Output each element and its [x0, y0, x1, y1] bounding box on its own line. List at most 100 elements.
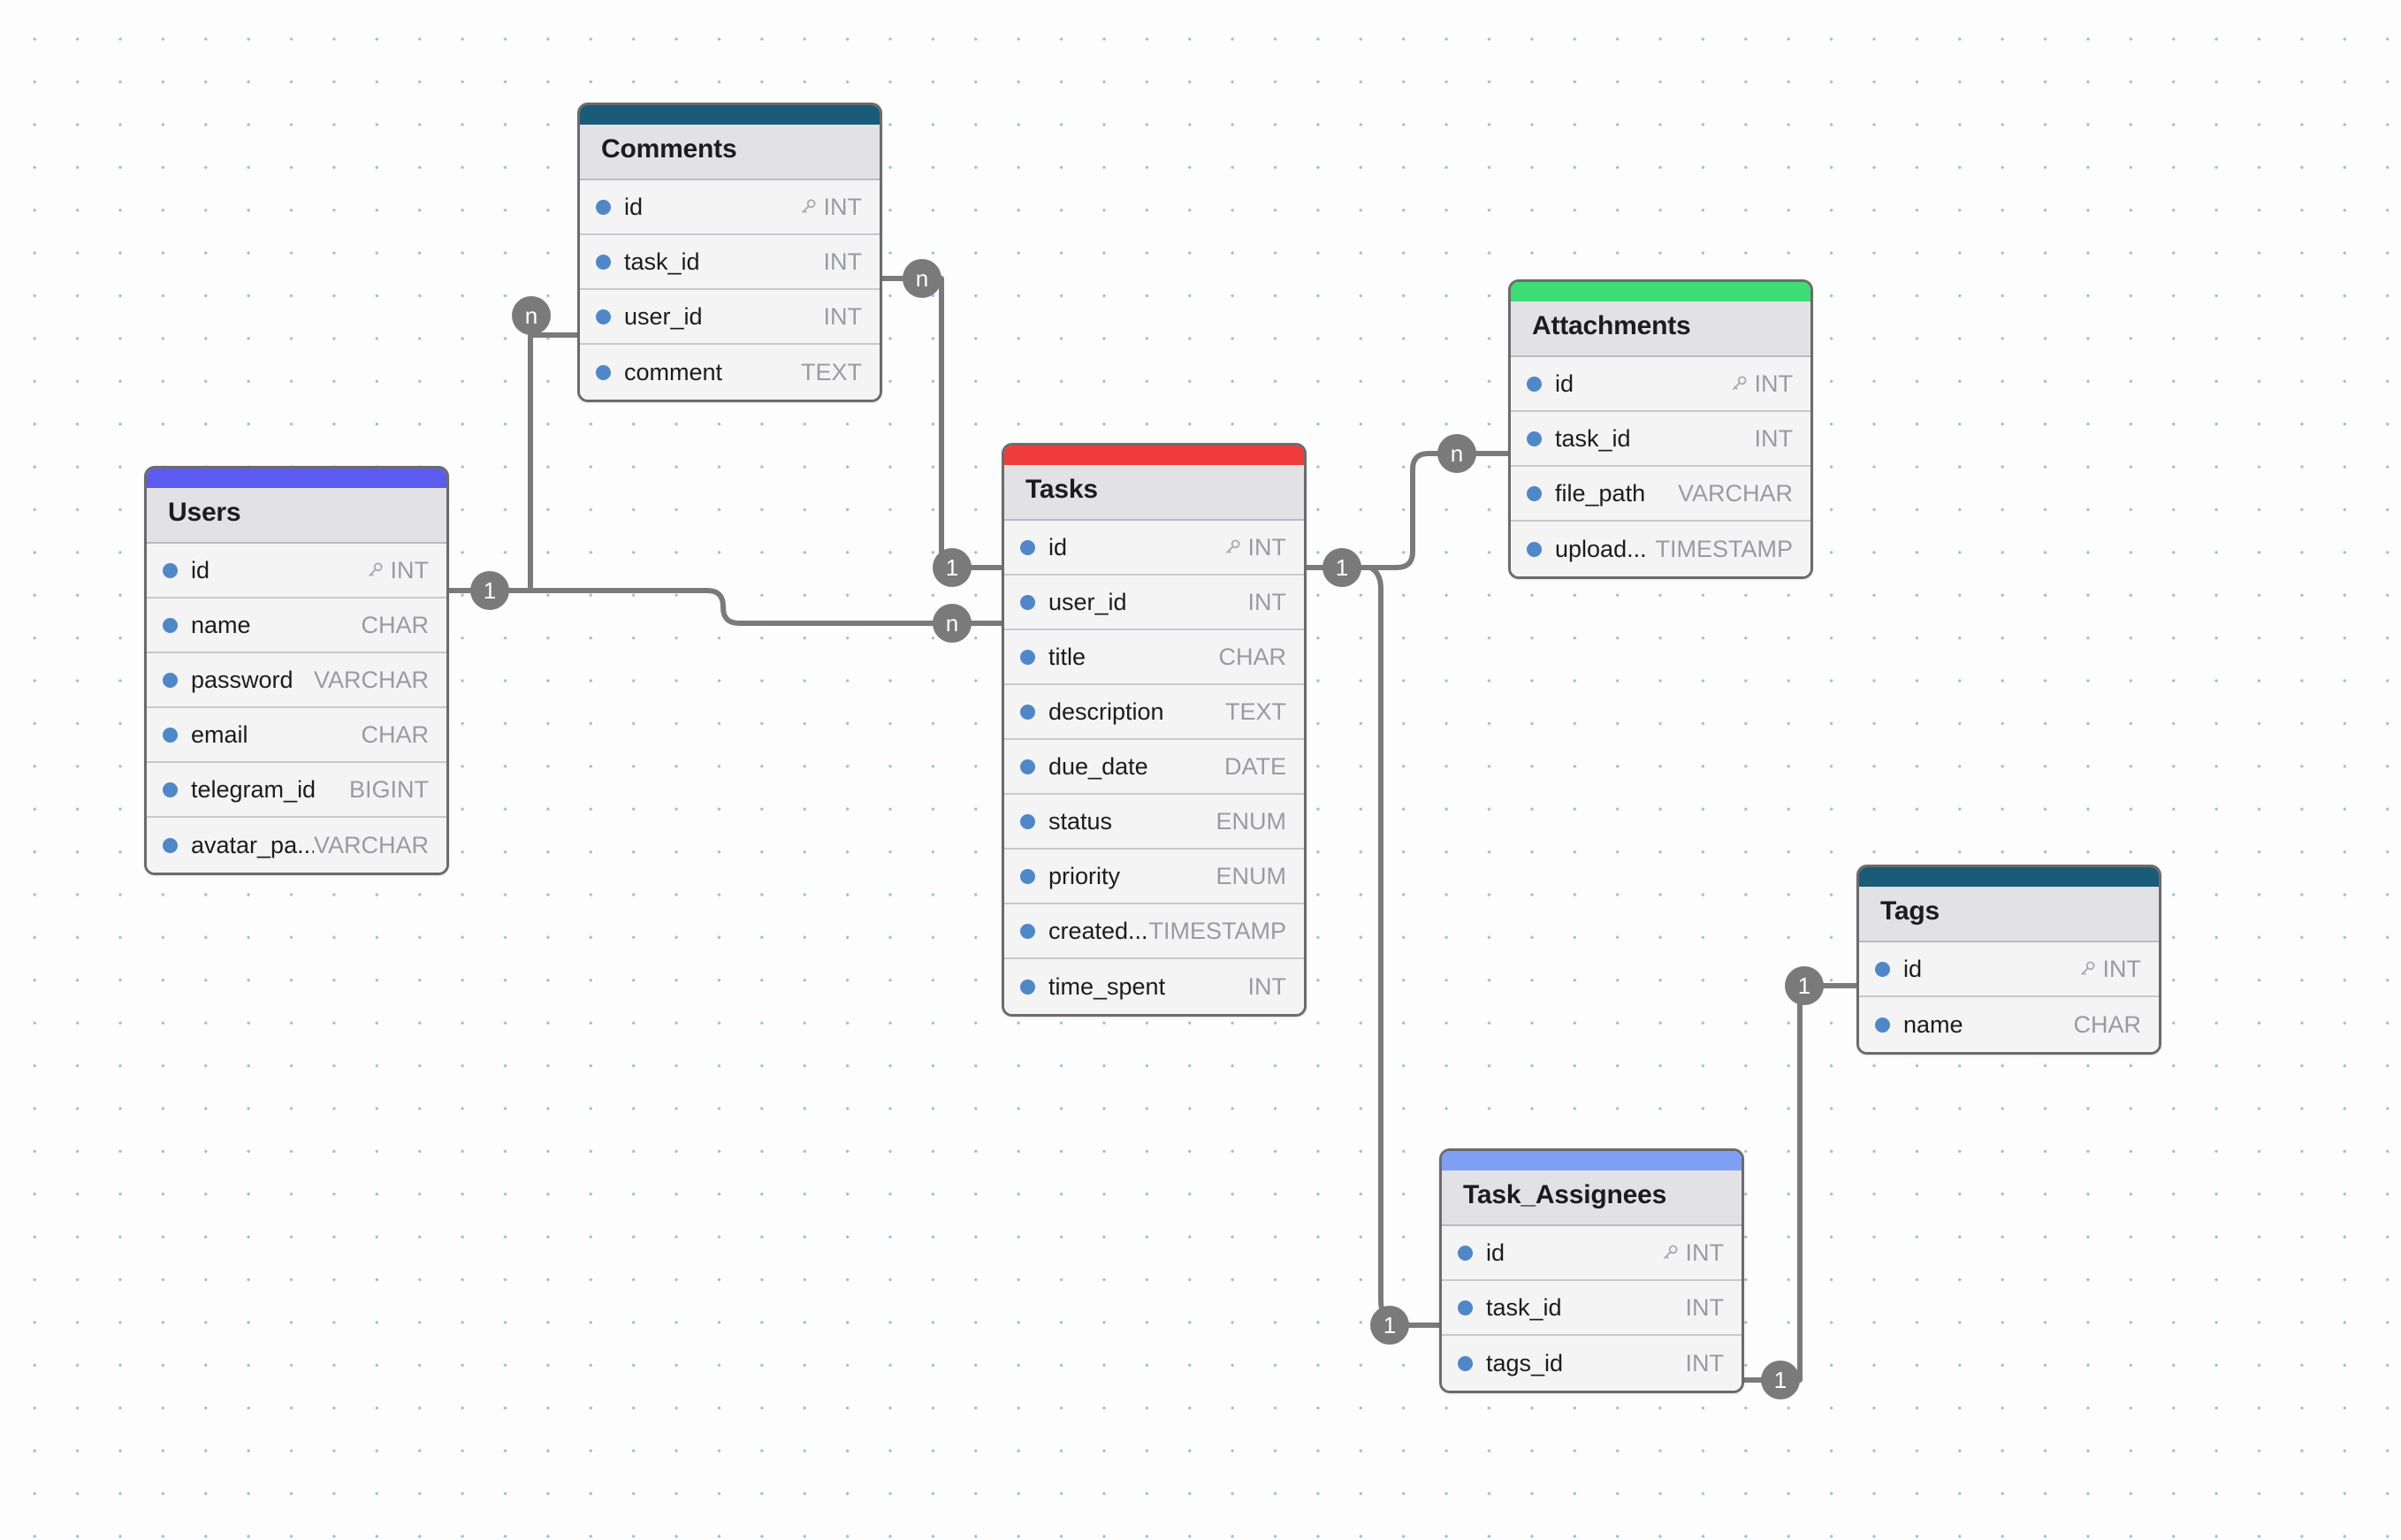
field-type: TIMESTAMP: [1655, 535, 1793, 562]
cardinality-badge[interactable]: 1: [1761, 1361, 1800, 1399]
field-dot-icon: [1527, 541, 1542, 557]
field-row[interactable]: title CHAR: [1004, 630, 1304, 685]
field-dot-icon: [596, 254, 611, 270]
field-dot-icon: [596, 364, 611, 380]
table-node-tags[interactable]: Tags id INT name CHAR: [1856, 865, 2161, 1055]
field-row[interactable]: name CHAR: [147, 598, 446, 653]
table-title: Tags: [1880, 896, 1940, 926]
field-type: INT: [1247, 972, 1287, 1000]
field-dot-icon: [1020, 759, 1035, 774]
field-name: password: [191, 666, 293, 693]
field-type: INT: [390, 556, 430, 583]
field-row[interactable]: priority ENUM: [1004, 850, 1304, 904]
table-node-comments[interactable]: Comments id INT task_id INT user_id INT …: [577, 103, 882, 402]
field-row[interactable]: tags_id INT: [1442, 1336, 1742, 1391]
primary-key-icon: [801, 199, 816, 214]
field-type: INT: [1754, 370, 1794, 397]
field-row[interactable]: id INT: [1859, 942, 2159, 997]
table-title-band: Tasks: [1004, 465, 1304, 521]
table-title-band: Attachments: [1511, 301, 1810, 357]
field-type: CHAR: [1218, 643, 1286, 670]
cardinality-label: 1: [1335, 553, 1349, 581]
table-accent-bar: [1442, 1151, 1742, 1170]
field-dot-icon: [163, 837, 178, 853]
field-type: TEXT: [800, 358, 862, 385]
edge-users-comments: [507, 332, 580, 593]
field-type: ENUM: [1216, 807, 1287, 835]
table-title: Task_Assignees: [1463, 1180, 1667, 1209]
field-row[interactable]: password VARCHAR: [147, 653, 446, 708]
field-name: name: [1903, 1010, 1963, 1038]
field-row[interactable]: file_path VARCHAR: [1511, 467, 1810, 522]
cardinality-badge[interactable]: n: [1437, 434, 1476, 473]
cardinality-badge[interactable]: n: [903, 259, 941, 298]
table-title-band: Task_Assignees: [1442, 1170, 1742, 1226]
field-type: ENUM: [1216, 862, 1287, 889]
field-row[interactable]: comment TEXT: [580, 345, 880, 400]
field-dot-icon: [163, 562, 178, 578]
field-name: id: [1555, 370, 1574, 397]
field-row[interactable]: id INT: [1004, 521, 1304, 576]
cardinality-label: 1: [1797, 972, 1811, 999]
field-name: time_spent: [1048, 972, 1166, 1000]
field-dot-icon: [163, 672, 178, 688]
field-dot-icon: [1458, 1355, 1473, 1371]
table-node-users[interactable]: Users id INT name CHAR password VARCHAR …: [144, 466, 449, 875]
field-row[interactable]: task_id INT: [580, 235, 880, 290]
field-name: email: [191, 720, 248, 748]
field-row[interactable]: due_date DATE: [1004, 740, 1304, 795]
field-type: CHAR: [2073, 1010, 2141, 1038]
field-row[interactable]: description TEXT: [1004, 685, 1304, 740]
cardinality-badge[interactable]: 1: [470, 571, 509, 610]
cardinality-badge[interactable]: 1: [1785, 966, 1824, 1005]
field-name: upload...: [1555, 535, 1647, 562]
table-node-tasks[interactable]: Tasks id INT user_id INT title CHAR desc…: [1002, 443, 1307, 1017]
field-name: status: [1048, 807, 1113, 835]
field-row[interactable]: id INT: [1442, 1226, 1742, 1281]
table-node-attachments[interactable]: Attachments id INT task_id INT file_path…: [1508, 279, 1813, 579]
cardinality-label: 1: [1383, 1311, 1397, 1338]
field-type: INT: [1754, 424, 1794, 452]
field-row[interactable]: created... TIMESTAMP: [1004, 904, 1304, 959]
field-row[interactable]: upload... TIMESTAMP: [1511, 522, 1810, 576]
cardinality-badge[interactable]: n: [933, 604, 972, 643]
field-dot-icon: [1527, 376, 1542, 392]
field-row[interactable]: status ENUM: [1004, 795, 1304, 850]
field-type: INT: [1685, 1293, 1725, 1321]
field-dot-icon: [1020, 539, 1035, 555]
field-name: avatar_pa...: [191, 831, 314, 858]
cardinality-badge[interactable]: 1: [933, 548, 972, 587]
table-node-task-assignees[interactable]: Task_Assignees id INT task_id INT tags_i…: [1439, 1148, 1744, 1393]
field-row[interactable]: time_spent INT: [1004, 959, 1304, 1014]
field-row[interactable]: name CHAR: [1859, 997, 2159, 1052]
edge-tags-assignees: [1742, 983, 1859, 1383]
primary-key-icon: [1663, 1245, 1678, 1260]
field-dot-icon: [1020, 594, 1035, 610]
field-name: id: [1048, 533, 1068, 560]
cardinality-label: n: [915, 264, 929, 292]
field-row[interactable]: id INT: [147, 544, 446, 598]
table-title-band: Comments: [580, 125, 880, 180]
cardinality-badge[interactable]: 1: [1322, 548, 1361, 587]
edge-tasks-comments: [880, 276, 1004, 570]
field-dot-icon: [1020, 649, 1035, 665]
field-row[interactable]: telegram_id BIGINT: [147, 763, 446, 818]
field-type: INT: [1247, 533, 1287, 560]
field-type: INT: [1685, 1239, 1725, 1266]
field-row[interactable]: id INT: [580, 180, 880, 235]
field-row[interactable]: user_id INT: [580, 290, 880, 345]
field-name: user_id: [1048, 588, 1127, 615]
field-name: priority: [1048, 862, 1121, 889]
table-title-band: Tags: [1859, 887, 2159, 942]
field-row[interactable]: user_id INT: [1004, 576, 1304, 630]
cardinality-label: 1: [483, 576, 497, 604]
field-row[interactable]: task_id INT: [1442, 1281, 1742, 1336]
field-row[interactable]: task_id INT: [1511, 412, 1810, 467]
cardinality-badge[interactable]: 1: [1370, 1306, 1409, 1345]
field-row[interactable]: avatar_pa... VARCHAR: [147, 818, 446, 873]
field-row[interactable]: email CHAR: [147, 708, 446, 763]
cardinality-badge[interactable]: n: [512, 296, 551, 335]
field-row[interactable]: id INT: [1511, 357, 1810, 412]
field-dot-icon: [1020, 923, 1035, 939]
